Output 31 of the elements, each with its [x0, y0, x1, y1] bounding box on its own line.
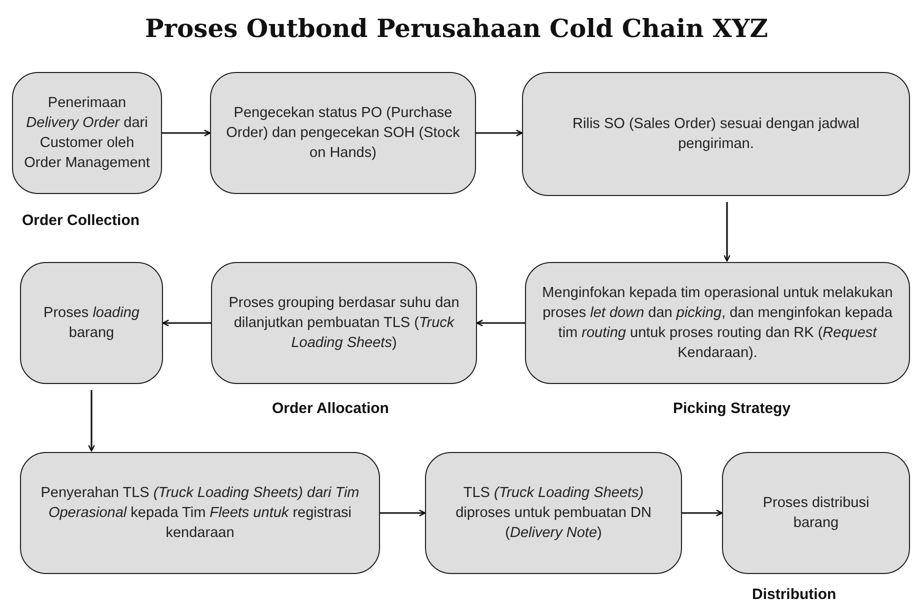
arrow — [88, 390, 95, 452]
stage-label: Order Collection — [22, 212, 140, 229]
process-box — [525, 262, 910, 384]
process-box — [12, 72, 162, 194]
arrow — [724, 202, 730, 262]
process-text: Pengecekan status PO (Purchase Order) dan pengecekan SOH (Stock on Hands) — [225, 104, 461, 163]
diagram-title: Proses Outbond Perusahaan Cold Chain XYZ — [144, 14, 769, 43]
process-text: Proses grouping berdasar suhu dan dilanjutkan pembuatan TLS (Truck Loading Sheets) — [228, 294, 460, 353]
arrow — [682, 510, 723, 516]
process-box — [425, 452, 682, 574]
process-box — [20, 262, 163, 384]
process-text: Penerimaan Delivery Order dari Customer oleh Order Management — [23, 94, 151, 173]
stage-label: Picking Strategy — [673, 400, 791, 417]
process-box — [211, 262, 477, 384]
process-box — [722, 452, 910, 574]
process-box — [522, 72, 910, 196]
stage-label: Distribution — [752, 586, 836, 601]
arrow — [380, 510, 426, 516]
arrow — [162, 130, 211, 136]
process-text: Proses distribusi barang — [762, 494, 870, 533]
stage-label: Order Allocation — [272, 400, 389, 417]
process-box — [20, 452, 380, 574]
arrow — [476, 320, 525, 326]
arrow — [162, 320, 211, 326]
process-text: Menginfokan kepada tim operasional untuk melakukan proses let down dan picking, dan menginfokan kepada tim routing untuk proses routing dan RK (Request Kendaraan). — [541, 284, 894, 363]
process-text: Rilis SO (Sales Order) sesuai dengan jadwal pengiriman. — [572, 115, 860, 154]
process-text: Proses loading barang — [42, 304, 140, 343]
process-text: Penyerahan TLS (Truck Loading Sheets) dari Tim Operasional kepada Tim Fleets untuk registrasi kendaraan — [40, 484, 360, 543]
arrow — [476, 130, 523, 136]
process-box — [210, 72, 476, 194]
process-text: TLS (Truck Loading Sheets) diproses untuk pembuatan DN (Delivery Note) — [454, 484, 652, 543]
